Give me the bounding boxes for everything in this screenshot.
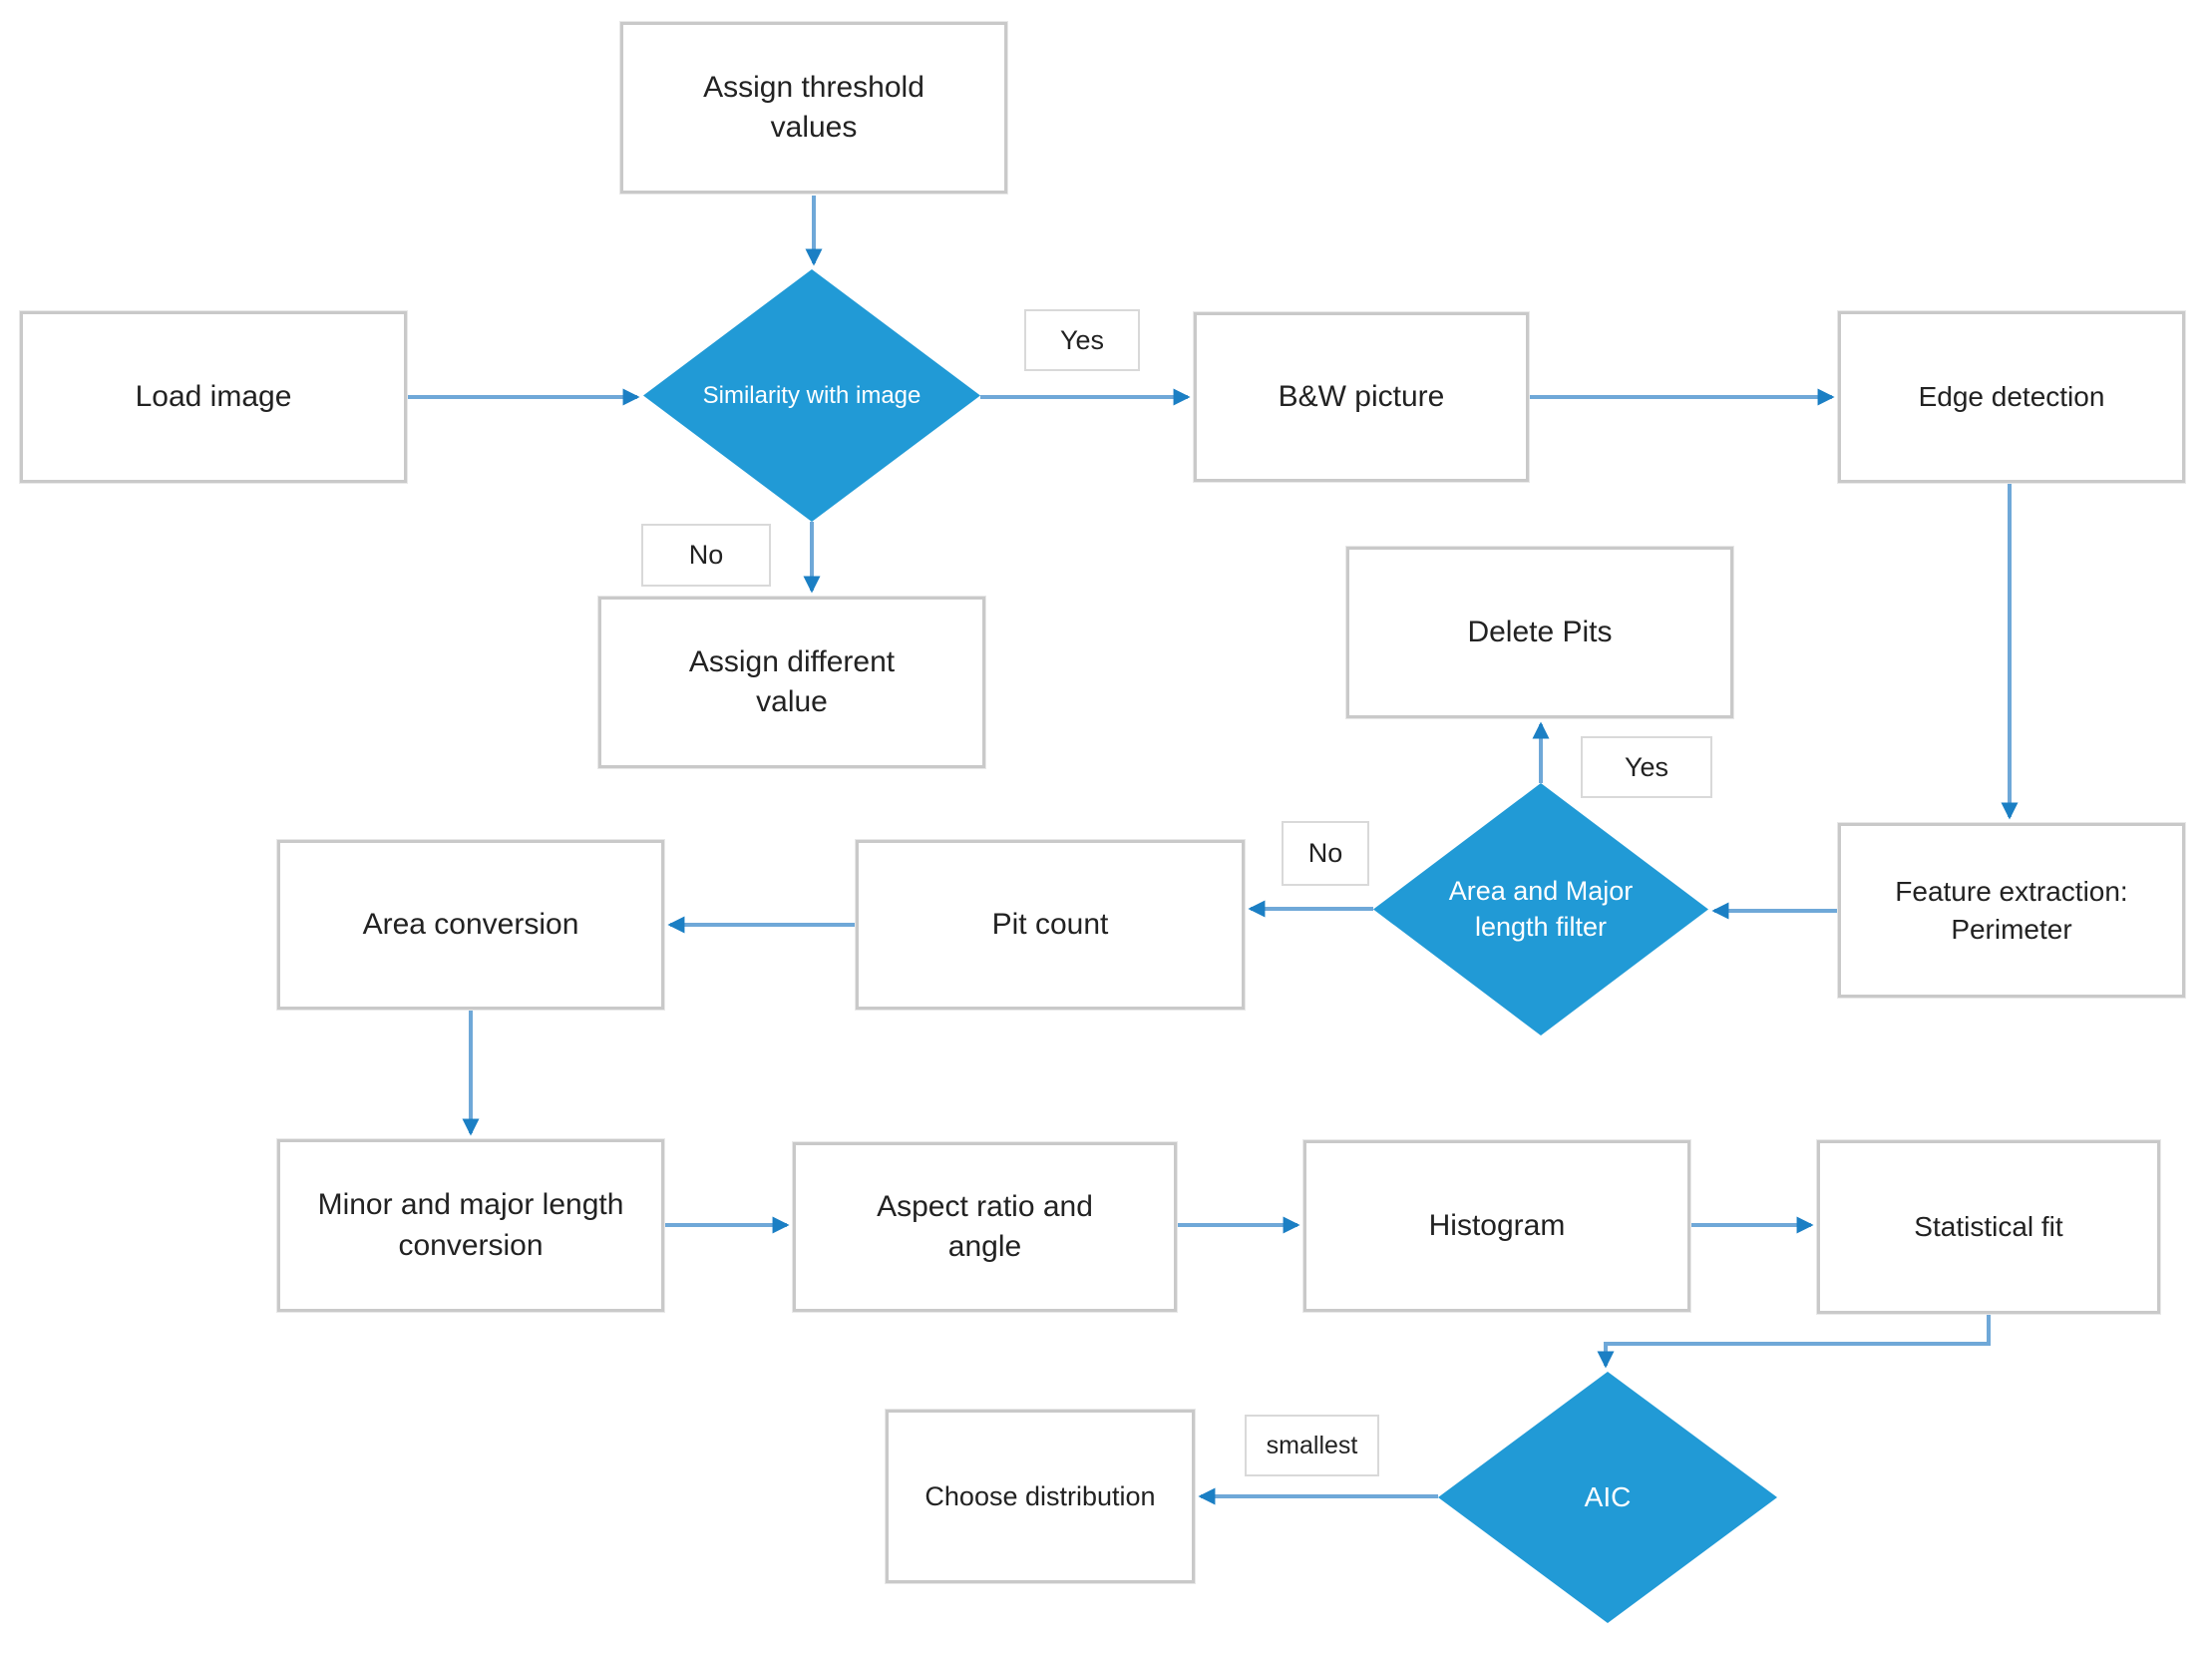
node-label: Statistical fit — [1914, 1211, 2063, 1243]
node-label: Area and Major length filter — [1448, 876, 1634, 942]
edge-label-smallest: smallest — [1245, 1415, 1379, 1476]
node-label: Minor and major length conversion — [317, 1188, 624, 1262]
edge-label-no-filter: No — [1282, 821, 1369, 886]
node-label: Similarity with image — [702, 381, 922, 409]
node-label: Area conversion — [362, 907, 579, 941]
node-label: Histogram — [1428, 1208, 1566, 1242]
edge-label-yes-filter: Yes — [1581, 736, 1712, 798]
node-edge-detection: Edge detection — [1838, 311, 2185, 483]
node-label: AIC — [1584, 1480, 1632, 1512]
node-label: Feature extraction: Perimeter — [1895, 875, 2128, 945]
node-statistical-fit: Statistical fit — [1817, 1140, 2160, 1314]
node-delete-pits: Delete Pits — [1346, 547, 1733, 718]
node-minor-major-length-conversion: Minor and major length conversion — [277, 1139, 664, 1312]
node-feature-extraction-perimeter: Feature extraction: Perimeter — [1838, 823, 2185, 998]
connector-statistical-fit-to-aic — [1597, 1314, 1991, 1369]
node-bw-picture: B&W picture — [1194, 312, 1529, 482]
node-load-image: Load image — [20, 311, 407, 483]
node-assign-different-value: Assign different value — [598, 597, 985, 768]
node-label: Assign threshold values — [703, 70, 924, 145]
node-label: Assign different value — [688, 644, 896, 719]
edge-label-yes-similarity: Yes — [1024, 309, 1140, 371]
node-assign-threshold-values: Assign threshold values — [620, 22, 1007, 194]
node-aspect-ratio-angle: Aspect ratio and angle — [793, 1142, 1177, 1312]
node-area-conversion: Area conversion — [277, 840, 664, 1010]
edge-label-no-similarity: No — [641, 524, 771, 587]
node-label: Aspect ratio and angle — [877, 1189, 1093, 1264]
node-histogram: Histogram — [1303, 1140, 1690, 1312]
node-label: Delete Pits — [1467, 615, 1613, 648]
node-choose-distribution: Choose distribution — [886, 1410, 1195, 1583]
node-label: B&W picture — [1278, 379, 1445, 413]
node-label: Edge detection — [1918, 381, 2105, 413]
node-label: Choose distribution — [924, 1480, 1156, 1511]
node-pit-count: Pit count — [856, 840, 1245, 1010]
node-label: Pit count — [991, 907, 1109, 941]
node-label: Load image — [135, 379, 292, 413]
